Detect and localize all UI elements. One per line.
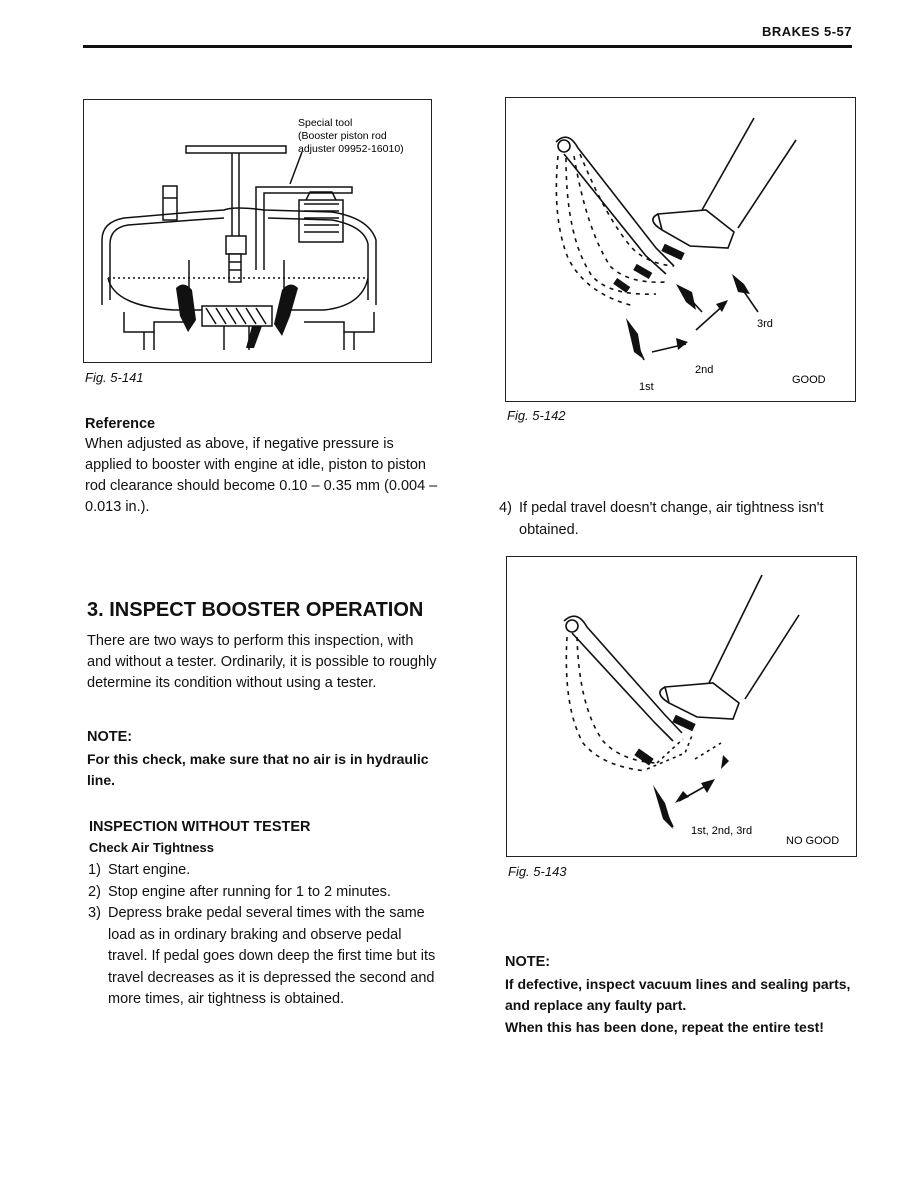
figure-5-141: Special tool (Booster piston rod adjuste… <box>83 99 432 363</box>
fig143-caption: Fig. 5-143 <box>508 864 567 879</box>
step-text: Start engine. <box>108 862 191 878</box>
fig142-label-2nd: 2nd <box>695 364 713 376</box>
list-item: 4) If pedal travel doesn't change, air t… <box>499 498 857 541</box>
page-header-title: BRAKES 5-57 <box>761 24 852 39</box>
figure-5-142: 1st 2nd 3rd GOOD <box>505 97 856 402</box>
section3-heading: 3. INSPECT BOOSTER OPERATION <box>87 599 424 621</box>
list-item: 2) Stop engine after running for 1 to 2 … <box>88 882 442 904</box>
section3-note-label: NOTE: <box>87 729 133 745</box>
list-item: 3) Depress brake pedal several times wit… <box>88 903 442 1011</box>
booster-diagram: Special tool (Booster piston rod adjuste… <box>101 117 404 350</box>
reference-heading: Reference <box>85 416 156 432</box>
fig143-status: NO GOOD <box>786 835 839 847</box>
figure-5-143: 1st, 2nd, 3rd NO GOOD <box>506 556 857 857</box>
section3-note-text: For this check, make sure that no air is… <box>87 751 429 788</box>
note2-label: NOTE: <box>505 954 551 970</box>
step-number: 1) <box>88 862 101 878</box>
fig141-label-line2: (Booster piston rod <box>298 130 387 142</box>
step-text: If pedal travel doesn't change, air tigh… <box>519 500 824 538</box>
fig141-caption: Fig. 5-141 <box>85 370 144 385</box>
list-item: 1) Start engine. <box>88 860 442 882</box>
step-number: 3) <box>88 905 101 921</box>
note2-line1: If defective, inspect vacuum lines and s… <box>505 976 851 1013</box>
fig143-label-all: 1st, 2nd, 3rd <box>691 825 752 837</box>
section3-intro: There are two ways to perform this inspe… <box>87 633 437 691</box>
fig142-status: GOOD <box>792 374 826 386</box>
fig142-label-3rd: 3rd <box>757 318 773 330</box>
pedal-no-good-diagram: 1st, 2nd, 3rd NO GOOD <box>563 574 839 847</box>
fig142-label-1st: 1st <box>639 381 654 393</box>
note2-line2: When this has been done, repeat the enti… <box>505 1019 824 1035</box>
fig141-label-line3: adjuster 09952-16010) <box>298 143 404 155</box>
inspection-heading: INSPECTION WITHOUT TESTER <box>89 819 311 835</box>
step-text: Depress brake pedal several times with t… <box>108 905 436 1007</box>
header-rule <box>83 45 852 48</box>
fig141-label-line1: Special tool <box>298 117 352 129</box>
inspection-subheading: Check Air Tightness <box>89 840 214 855</box>
pedal-good-diagram: 1st 2nd 3rd GOOD <box>555 117 826 393</box>
reference-text: When adjusted as above, if negative pres… <box>85 436 438 515</box>
step-number: 2) <box>88 884 101 900</box>
fig142-caption: Fig. 5-142 <box>507 408 566 423</box>
step-text: Stop engine after running for 1 to 2 min… <box>108 884 391 900</box>
step-number: 4) <box>499 500 512 516</box>
